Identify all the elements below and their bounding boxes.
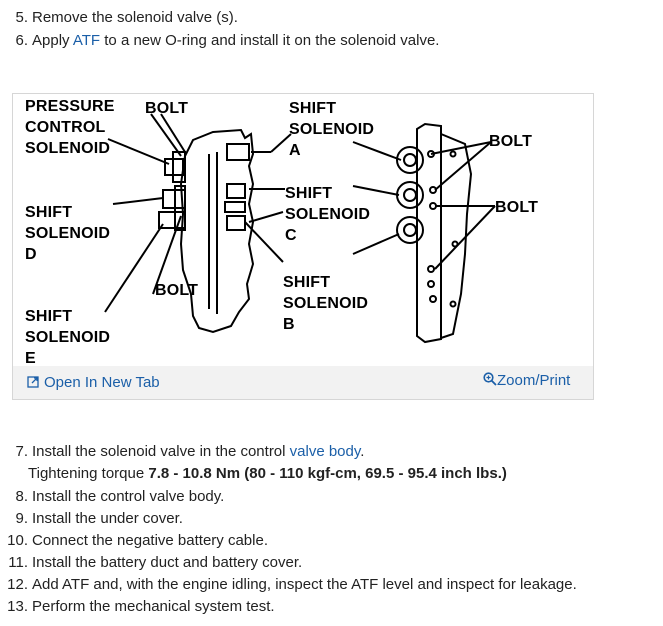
step-7: 7.Install the solenoid valve in the cont…	[4, 442, 364, 462]
valve-body-link[interactable]: valve body	[289, 443, 361, 460]
shift-solenoid-c-label: SHIFT SOLENOID C	[285, 185, 371, 244]
step-number: 8.	[15, 488, 28, 505]
step-text: Connect the negative battery cable.	[32, 532, 268, 549]
zoom-print-label: Zoom/Print	[497, 372, 571, 389]
step-number: 6.	[15, 32, 28, 49]
step-13: 13.Perform the mechanical system test.	[4, 597, 275, 617]
step-12: 12.Add ATF and, with the engine idling, …	[4, 575, 577, 595]
magnifier-icon	[483, 372, 497, 386]
step-text: to a new O-ring and install it on the so…	[100, 32, 440, 49]
step-number: 12.	[7, 576, 28, 593]
step-number: 7.	[15, 443, 28, 460]
bolt-label-bottom: BOLT	[155, 282, 199, 299]
step-text: Perform the mechanical system test.	[32, 598, 275, 615]
step-text: Install the battery duct and battery cov…	[32, 554, 303, 571]
step-10: 10.Connect the negative battery cable.	[4, 531, 268, 551]
open-new-tab-icon	[27, 376, 39, 388]
solenoid-diagram[interactable]: PRESSURE CONTROL SOLENOID BOLT SHIFT SOL…	[13, 94, 593, 367]
diagram-drawing	[104, 113, 496, 344]
open-in-new-tab-label: Open In New Tab	[44, 374, 160, 391]
step-5: 5.Remove the solenoid valve (s).	[4, 8, 238, 28]
pressure-control-solenoid-label: PRESSURE CONTROL SOLENOID	[25, 98, 115, 157]
step-number: 11.	[8, 554, 28, 571]
step-text: Apply	[32, 32, 73, 49]
step-11: 11.Install the battery duct and battery …	[4, 553, 302, 573]
shift-solenoid-d-label: SHIFT SOLENOID D	[25, 204, 111, 263]
shift-solenoid-e-label: SHIFT SOLENOID E	[25, 308, 111, 367]
tightening-torque: Tightening torque 7.8 - 10.8 Nm (80 - 11…	[28, 464, 507, 484]
bolt-label-right-mid: BOLT	[495, 199, 539, 216]
torque-label: Tightening torque	[28, 465, 149, 482]
step-8: 8.Install the control valve body.	[4, 487, 224, 507]
zoom-print-link[interactable]: Zoom/Print	[483, 371, 570, 391]
step-text: Install the solenoid valve in the contro…	[32, 443, 290, 460]
step-text: Remove the solenoid valve (s).	[32, 9, 238, 26]
solenoid-diagram-figure: PRESSURE CONTROL SOLENOID BOLT SHIFT SOL…	[12, 93, 594, 400]
bolt-label-right-top: BOLT	[489, 133, 533, 150]
step-number: 9.	[15, 510, 28, 527]
step-text: Install the under cover.	[32, 510, 183, 527]
step-9: 9.Install the under cover.	[4, 509, 183, 529]
step-number: 13.	[7, 598, 28, 615]
shift-solenoid-b-label: SHIFT SOLENOID B	[283, 274, 369, 333]
torque-value: 7.8 - 10.8 Nm (80 - 110 kgf-cm, 69.5 - 9…	[148, 465, 507, 482]
step-6: 6.Apply ATF to a new O-ring and install …	[4, 31, 439, 51]
step-number: 10.	[7, 532, 28, 549]
open-in-new-tab-link[interactable]: Open In New Tab	[27, 373, 160, 393]
shift-solenoid-a-label: SHIFT SOLENOID A	[289, 100, 375, 159]
step-text: .	[360, 443, 365, 460]
atf-link[interactable]: ATF	[72, 32, 101, 49]
bolt-label-top-left: BOLT	[145, 100, 189, 117]
step-number: 5.	[15, 9, 28, 26]
step-text: Add ATF and, with the engine idling, ins…	[32, 576, 577, 593]
step-text: Install the control valve body.	[32, 488, 225, 505]
